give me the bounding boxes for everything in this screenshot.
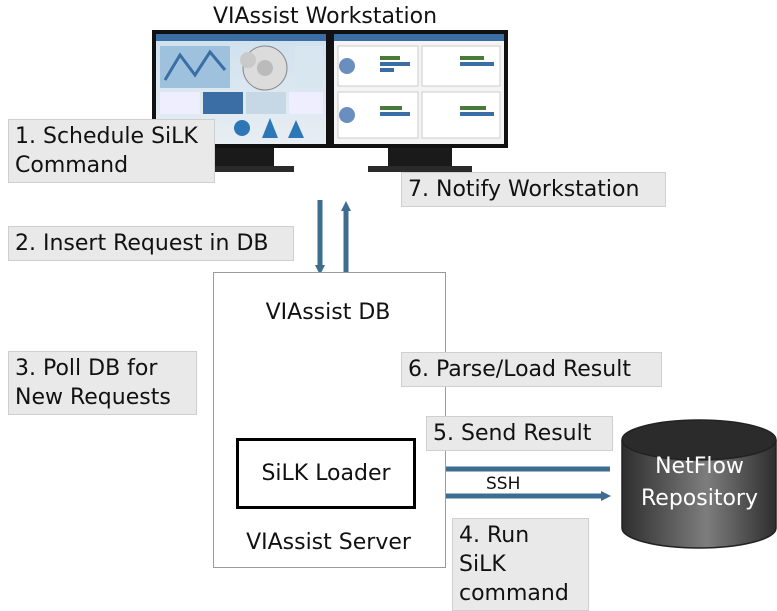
step-3-line2: New Requests — [15, 385, 171, 410]
step-2-label: 2. Insert Request in DB — [8, 226, 294, 261]
viassist-db-label: VIAssist DB — [265, 300, 391, 325]
step-3-line1: 3. Poll DB for — [15, 356, 158, 381]
step-3-label: 3. Poll DB for New Requests — [8, 351, 197, 415]
netflow-label-line2: Repository — [641, 486, 758, 511]
step-6-text: 6. Parse/Load Result — [408, 357, 631, 382]
step-7-label: 7. Notify Workstation — [401, 172, 666, 207]
viassist-server-box — [213, 272, 446, 568]
step-7-text: 7. Notify Workstation — [408, 177, 640, 202]
step-1-line2: Command — [15, 153, 129, 178]
step-4-line2: command — [459, 581, 569, 606]
step-6-label: 6. Parse/Load Result — [401, 352, 662, 387]
silk-loader-box: SiLK Loader — [236, 438, 416, 509]
ssh-label: SSH — [486, 474, 521, 494]
step-5-label: 5. Send Result — [426, 416, 613, 451]
diagram-title: VIAssist Workstation — [212, 4, 438, 29]
right-monitor — [330, 30, 508, 172]
netflow-label-line1: NetFlow — [655, 454, 744, 479]
step-4-line1: 4. Run SiLK — [459, 523, 530, 577]
netflow-repository-label: NetFlow Repository — [622, 451, 777, 515]
left-monitor — [152, 30, 330, 172]
step-1-line1: 1. Schedule SiLK — [15, 124, 198, 149]
viassist-server-label: VIAssist Server — [246, 530, 411, 555]
step-4-label: 4. Run SiLK command — [452, 518, 589, 611]
silk-loader-label: SiLK Loader — [261, 461, 391, 486]
netflow-repository-cylinder — [621, 419, 777, 549]
step-2-text: 2. Insert Request in DB — [15, 231, 269, 256]
step-1-label: 1. Schedule SiLK Command — [8, 119, 215, 183]
step-5-text: 5. Send Result — [433, 421, 592, 446]
